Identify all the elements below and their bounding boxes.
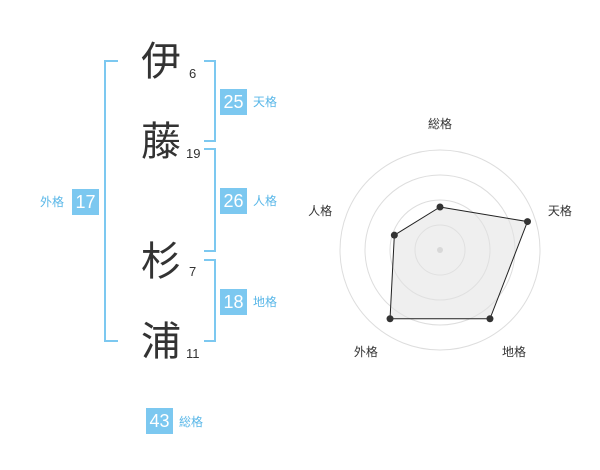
chikaku-label: 地格 xyxy=(253,295,278,309)
stroke-count-2: 19 xyxy=(186,146,201,161)
radar-axis-label-4: 外格 xyxy=(354,344,378,359)
name-char-2: 藤 xyxy=(141,119,181,165)
tenkaku-label: 天格 xyxy=(253,95,278,109)
radar-ring-4 xyxy=(339,149,541,351)
tenkaku-bracket xyxy=(204,60,216,142)
gaikaku-badge: 17 xyxy=(72,189,99,215)
radar-axis-label-5: 人格 xyxy=(308,203,332,218)
tenkaku-badge: 25 xyxy=(220,89,247,115)
radar-axis-label-1: 総格 xyxy=(428,116,452,131)
gaikaku-bracket xyxy=(104,60,118,342)
radar-point-3 xyxy=(486,315,494,323)
soukaku-label: 総格 xyxy=(179,415,204,429)
jinkaku-bracket xyxy=(204,148,216,252)
chikaku-bracket xyxy=(204,259,216,342)
radar-point-2 xyxy=(523,218,531,226)
name-char-4: 浦 xyxy=(141,319,181,365)
gaikaku-label: 外格 xyxy=(40,195,65,209)
radar-point-1 xyxy=(436,203,444,211)
name-char-3: 杉 xyxy=(141,239,181,285)
radar-point-4 xyxy=(386,315,394,323)
stroke-count-4: 11 xyxy=(186,346,200,361)
radar-polygon xyxy=(389,206,529,320)
stroke-count-3: 7 xyxy=(189,264,197,279)
jinkaku-label: 人格 xyxy=(253,194,278,208)
radar-axis-label-3: 地格 xyxy=(502,344,526,359)
radar-axis-label-2: 天格 xyxy=(548,203,572,218)
chikaku-badge: 18 xyxy=(220,289,247,315)
radar-point-5 xyxy=(390,231,398,239)
name-char-1: 伊 xyxy=(141,39,181,85)
jinkaku-badge: 26 xyxy=(220,188,247,214)
stroke-count-1: 6 xyxy=(189,66,197,81)
soukaku-badge: 43 xyxy=(146,408,173,434)
